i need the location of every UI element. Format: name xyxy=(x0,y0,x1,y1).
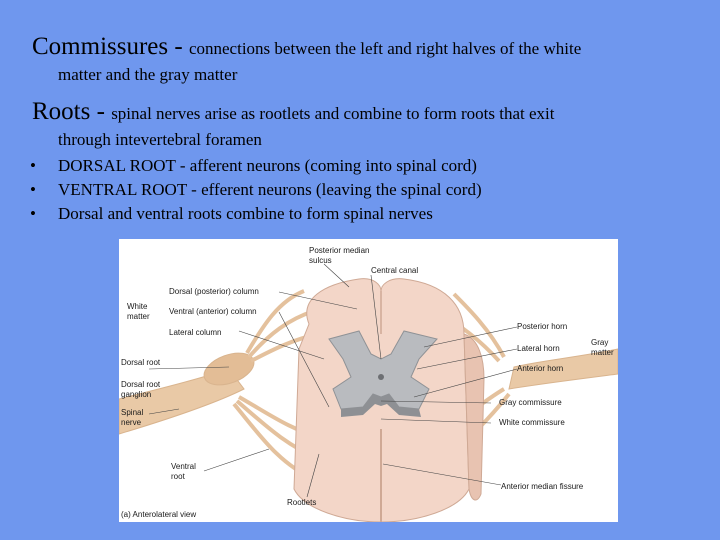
label-posterior-median-sulcus: Posterior median xyxy=(309,246,369,255)
label-posterior-horn: Posterior horn xyxy=(517,322,567,331)
commissures-term: Commissures xyxy=(32,33,169,60)
label-gray-commissure: Gray commissure xyxy=(499,398,562,407)
gray-matter-section-shadow xyxy=(341,394,421,417)
leader-line xyxy=(380,400,492,404)
roots-term: Roots xyxy=(32,98,91,125)
label-lateral-horn: Lateral horn xyxy=(517,344,560,353)
leader-line xyxy=(370,274,382,360)
leader-line xyxy=(203,448,270,472)
right-nerve-trunk xyxy=(508,348,618,390)
leader-lines xyxy=(148,263,518,498)
label-white-matter: White xyxy=(127,302,148,311)
spinal-cord-body xyxy=(293,278,485,522)
label-dorsal-root-ganglion: Dorsal root xyxy=(121,380,161,389)
label-spinal-nerve: Spinal xyxy=(121,408,143,417)
label-white-commissure: White commissure xyxy=(499,418,565,427)
label-gray-matter: Gray xyxy=(591,338,608,347)
central-canal xyxy=(378,374,384,380)
leader-line xyxy=(423,326,518,348)
bullet-text: DORSAL ROOT - afferent neurons (coming i… xyxy=(58,156,477,175)
label-white-matter-2: matter xyxy=(127,312,150,321)
roots-separator: - xyxy=(90,98,112,125)
left-dorsal-rootlet xyxy=(245,289,305,355)
label-anterior-median-fissure: Anterior median fissure xyxy=(501,482,584,491)
leader-line xyxy=(238,330,325,360)
label-gray-matter-2: matter xyxy=(591,348,614,357)
commissures-description: connections between the left and right h… xyxy=(188,39,582,58)
bullet-glyph: • xyxy=(30,204,36,223)
label-ventral-root-2: root xyxy=(171,472,186,481)
bullet-glyph: • xyxy=(30,180,36,199)
roots-definition: Roots - spinal nerves arise as rootlets … xyxy=(32,98,555,128)
label-lateral-column: Lateral column xyxy=(169,328,221,337)
leader-line xyxy=(382,463,502,486)
label-posterior-median-sulcus-2: sulcus xyxy=(309,256,332,265)
right-dorsal-rootlet xyxy=(452,292,506,358)
bullet-text: VENTRAL ROOT - efferent neurons (leaving… xyxy=(58,180,482,199)
commissures-definition: Commissures - connections between the le… xyxy=(32,33,581,63)
bullet-item: • Dorsal and ventral roots combine to for… xyxy=(30,202,482,226)
leader-line xyxy=(413,368,518,398)
leader-line xyxy=(306,453,320,498)
leader-line xyxy=(416,348,518,370)
white-matter-side xyxy=(463,333,485,501)
roots-description-continued: through intevertebral foramen xyxy=(58,130,262,149)
spinal-cord-illustration: Posterior median sulcus Central canal Do… xyxy=(119,246,618,522)
bullet-item: • VENTRAL ROOT - efferent neurons (leavin… xyxy=(30,178,482,202)
label-ventral-root: Ventral xyxy=(171,462,196,471)
label-dorsal-root: Dorsal root xyxy=(121,358,161,367)
roots-description: spinal nerves arise as rootlets and comb… xyxy=(111,104,555,123)
leader-line xyxy=(148,366,230,370)
figure-caption: (a) Anterolateral view xyxy=(121,510,196,519)
label-central-canal: Central canal xyxy=(371,266,418,275)
bullet-list: • DORSAL ROOT - afferent neurons (coming … xyxy=(30,154,482,226)
leader-line xyxy=(380,418,492,424)
leader-line xyxy=(148,408,180,415)
leader-line xyxy=(278,291,358,310)
label-dorsal-root-ganglion-2: ganglion xyxy=(121,390,151,399)
label-dorsal-column: Dorsal (posterior) column xyxy=(169,287,259,296)
bullet-item: • DORSAL ROOT - afferent neurons (coming … xyxy=(30,154,482,178)
leader-line xyxy=(323,263,350,288)
label-anterior-horn: Anterior horn xyxy=(517,364,563,373)
commissures-description-continued: matter and the gray matter xyxy=(58,65,238,84)
commissures-separator: - xyxy=(168,33,189,60)
left-nerve-trunk xyxy=(119,368,245,435)
bullet-glyph: • xyxy=(30,156,36,175)
leader-line xyxy=(278,311,330,408)
label-ventral-column: Ventral (anterior) column xyxy=(169,307,257,316)
label-rootlets: Rootlets xyxy=(287,498,316,507)
label-spinal-nerve-2: nerve xyxy=(121,418,142,427)
spinal-cord-figure: Posterior median sulcus Central canal Do… xyxy=(119,239,618,522)
bullet-text: Dorsal and ventral roots combine to form… xyxy=(58,204,433,223)
figure-labels: Posterior median sulcus Central canal Do… xyxy=(121,246,614,519)
